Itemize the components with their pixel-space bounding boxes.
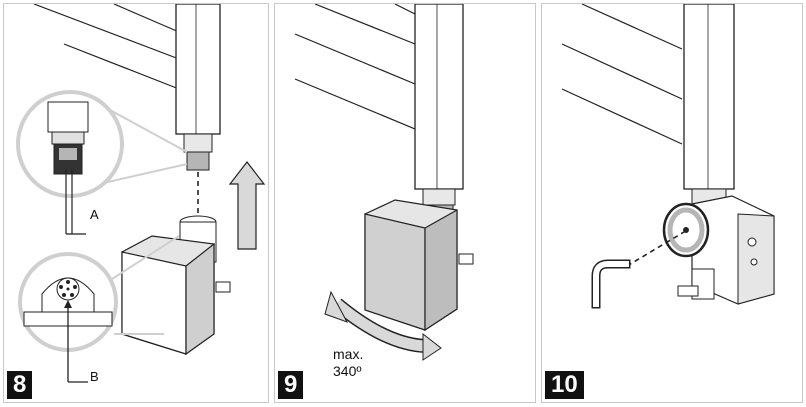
towel-rail-bars (294, 4, 416, 130)
callout-b-label: B (90, 369, 99, 384)
callout-a-label: A (90, 207, 99, 222)
step-number-badge: 8 (7, 371, 33, 399)
heating-element (364, 199, 474, 332)
radiator-tube (683, 4, 735, 206)
radiator-tube (414, 4, 464, 224)
heating-element-open (677, 195, 775, 305)
step-9-illustration (294, 4, 474, 361)
step-8-illustration (16, 4, 266, 383)
step-10-panel: 10 (541, 3, 803, 403)
rotation-note-line2: 340º (333, 363, 362, 379)
step-number-badge: 10 (545, 371, 584, 399)
rotate-arrow (324, 290, 442, 361)
step-10-illustration (561, 4, 775, 309)
zoom-detail-a (16, 90, 188, 235)
push-up-arrow (228, 161, 266, 250)
step-number-badge: 9 (278, 371, 304, 399)
set-screw-ring (662, 202, 710, 258)
zoom-detail-b (18, 235, 180, 383)
towel-rail-bars (33, 4, 180, 90)
rotation-note-line1: max. (333, 346, 364, 362)
rotation-note: max. 340º (333, 346, 363, 380)
allen-key-icon (591, 259, 631, 309)
radiator-tube (175, 4, 221, 171)
connection-dash (626, 231, 685, 267)
step-9-panel: max. 340º 9 (274, 3, 536, 403)
towel-rail-bars (561, 4, 683, 145)
step-8-panel: A B 8 (3, 3, 269, 403)
